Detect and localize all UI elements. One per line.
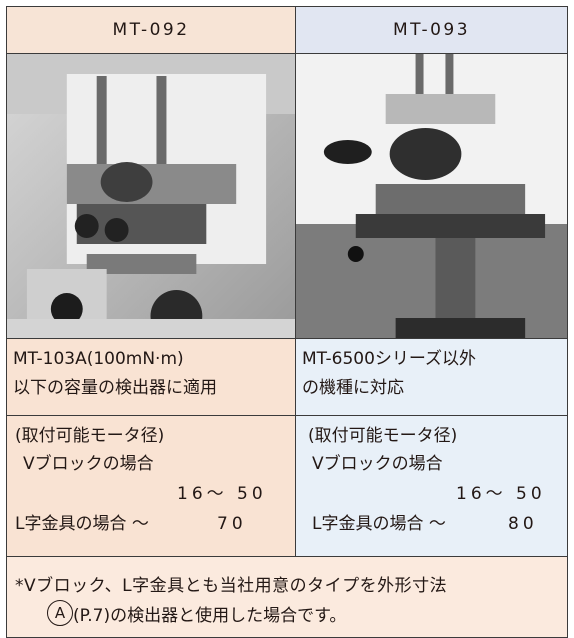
description-left: MT-103A(100mN·m) 以下の容量の検出器に適用 xyxy=(6,338,296,416)
description-left-line1: MT-103A(100mN·m) xyxy=(13,349,184,369)
l-bracket-max-left: 70 xyxy=(217,514,247,534)
mount-spec-row: (取付可能モータ径) Vブロックの場合 16～ 50 L字金具の場合 ～ 70 … xyxy=(6,415,568,557)
l-bracket-label-left: L字金具の場合 ～ xyxy=(15,514,149,534)
model-header-right: MT-093 xyxy=(295,6,568,54)
description-right-line2: の機種に対応 xyxy=(302,378,404,398)
circled-letter-icon: A xyxy=(47,600,73,626)
l-bracket-label-right: L字金具の場合 ～ xyxy=(312,514,446,534)
v-block-label-right: Vブロックの場合 xyxy=(312,454,443,474)
description-right-line1: MT-6500シリーズ以外 xyxy=(302,349,477,369)
footnote: *Vブロック、L字金具とも当社用意のタイプを外形寸法 A (P.7)の検出器と使… xyxy=(6,556,568,638)
motor-mount-fixture-photo xyxy=(296,54,567,338)
comparison-table: MT-092 MT-093 xyxy=(6,6,568,638)
description-row: MT-103A(100mN·m) 以下の容量の検出器に適用 MT-6500シリー… xyxy=(6,338,568,416)
description-right: MT-6500シリーズ以外 の機種に対応 xyxy=(295,338,568,416)
footnote-line2: A (P.7)の検出器と使用した場合です。 xyxy=(47,600,347,626)
note-row: *Vブロック、L字金具とも当社用意のタイプを外形寸法 A (P.7)の検出器と使… xyxy=(6,556,568,638)
photo-left xyxy=(6,53,296,339)
v-block-range-right: 16～ 50 xyxy=(456,484,546,504)
mount-spec-right: (取付可能モータ径) Vブロックの場合 16～ 50 L字金具の場合 ～ 80 xyxy=(295,415,568,557)
model-header-left: MT-092 xyxy=(6,6,296,54)
header-row: MT-092 MT-093 xyxy=(6,6,568,54)
l-bracket-max-right: 80 xyxy=(508,514,538,534)
v-block-range-left: 16～ 50 xyxy=(177,484,267,504)
torque-test-stand-photo xyxy=(7,54,295,338)
mount-title-right: (取付可能モータ径) xyxy=(308,426,458,446)
description-left-line2: 以下の容量の検出器に適用 xyxy=(13,378,217,398)
footnote-line1: *Vブロック、L字金具とも当社用意のタイプを外形寸法 xyxy=(15,576,448,596)
mount-title-left: (取付可能モータ径) xyxy=(15,426,165,446)
footnote-line2-text: (P.7)の検出器と使用した場合です。 xyxy=(73,606,347,626)
mount-spec-left: (取付可能モータ径) Vブロックの場合 16～ 50 L字金具の場合 ～ 70 xyxy=(6,415,296,557)
photo-row xyxy=(6,53,568,339)
v-block-label-left: Vブロックの場合 xyxy=(23,454,154,474)
photo-right xyxy=(295,53,568,339)
